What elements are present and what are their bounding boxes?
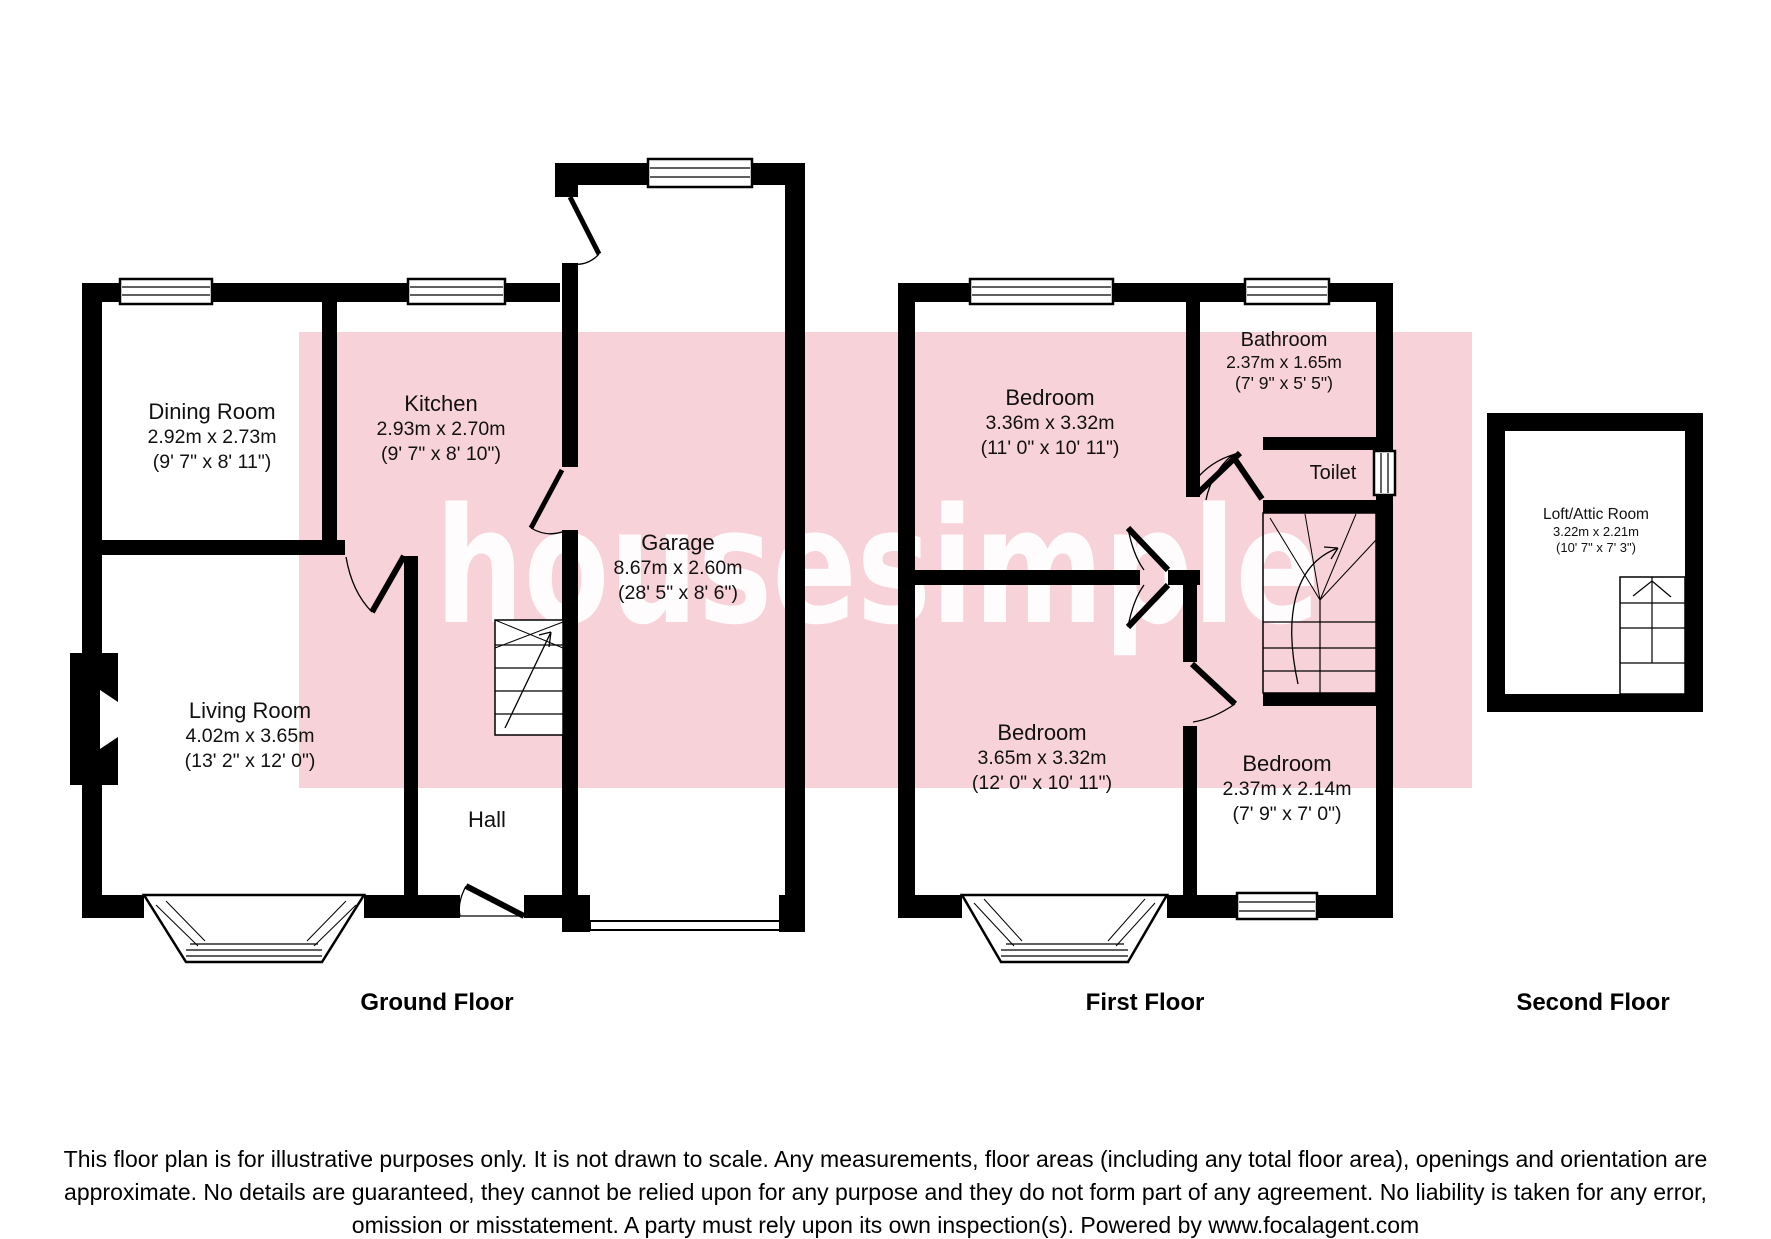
room-name: Bedroom [997, 720, 1087, 745]
wall [1183, 726, 1197, 918]
room-size-imperial: (10' 7" x 7' 3") [1556, 540, 1636, 555]
wall [898, 570, 1140, 585]
watermark-text: housesimple [435, 473, 1320, 660]
wall [1263, 437, 1376, 450]
wall [898, 895, 962, 918]
disclaimer-line: approximate. No details are guaranteed, … [64, 1179, 1707, 1205]
room-size-metric: 4.02m x 3.65m [185, 725, 315, 747]
room-size-metric: 3.65m x 3.32m [977, 747, 1107, 769]
wall [1317, 895, 1393, 918]
wall [82, 283, 102, 918]
ground-floor-plan [70, 157, 805, 964]
wall [102, 540, 345, 555]
room-label-garage: Garage 8.67m x 2.60m (28' 5" x 8' 6") [614, 529, 743, 606]
room-name: Garage [641, 530, 715, 555]
stairs [494, 619, 564, 736]
wall [404, 556, 418, 918]
room-label-bedroom3: Bedroom 2.37m x 2.14m (7' 9" x 7' 0") [1223, 750, 1352, 827]
window [118, 277, 214, 306]
room-label-toilet: Toilet [1310, 461, 1357, 485]
room-size-imperial: (9' 7" x 8' 11") [152, 451, 272, 473]
wall [1183, 585, 1197, 662]
garage-door [589, 920, 779, 931]
wall [562, 530, 578, 895]
first-floor-plan [898, 277, 1397, 964]
room-name: Loft/Attic Room [1543, 506, 1649, 523]
wall [898, 283, 915, 918]
room-size-metric: 2.92m x 2.73m [147, 426, 277, 448]
fireplace-recess [100, 690, 118, 749]
room-label-bedroom1: Bedroom 3.36m x 3.32m (11' 0" x 10' 11") [981, 384, 1120, 461]
wall [562, 263, 578, 467]
disclaimer: This floor plan is for illustrative purp… [0, 1143, 1771, 1239]
wall [779, 895, 805, 932]
room-size-metric: 3.36m x 3.32m [985, 412, 1115, 434]
wall [364, 895, 460, 918]
bay-window [959, 893, 1170, 964]
room-name: Kitchen [404, 391, 478, 416]
room-size-imperial: (7' 9" x 5' 5") [1235, 373, 1333, 393]
room-name: Toilet [1309, 462, 1357, 484]
room-size-metric: 8.67m x 2.60m [613, 557, 743, 579]
wall [1168, 570, 1200, 585]
wall [785, 163, 805, 932]
wall [524, 895, 590, 918]
room-name: Bedroom [1242, 751, 1332, 776]
room-size-imperial: (9' 7" x 8' 10") [381, 443, 501, 465]
wall [1376, 283, 1393, 918]
room-size-imperial: (28' 5" x 8' 6") [618, 582, 738, 604]
floor-title-first: First Floor [1085, 989, 1205, 1016]
room-label-dining: Dining Room 2.92m x 2.73m (9' 7" x 8' 11… [148, 398, 277, 475]
room-name: Hall [468, 807, 506, 832]
floor-title-ground: Ground Floor [360, 989, 514, 1016]
room-size-metric: 2.37m x 2.14m [1222, 778, 1352, 800]
room-label-living: Living Room 4.02m x 3.65m (13' 2" x 12' … [185, 697, 316, 774]
room-name: Living Room [188, 698, 312, 723]
stairs [1619, 576, 1686, 695]
room-label-loft: Loft/Attic Room 3.22m x 2.21m (10' 7" x … [1543, 505, 1649, 556]
window [968, 277, 1115, 306]
window [1243, 277, 1331, 306]
room-label-kitchen: Kitchen 2.93m x 2.70m (9' 7" x 8' 10") [377, 390, 506, 467]
window [1235, 891, 1319, 921]
disclaimer-line: omission or misstatement. A party must r… [351, 1212, 1420, 1238]
window [646, 157, 754, 189]
room-label-hall: Hall [468, 806, 506, 833]
room-size-metric: 2.93m x 2.70m [376, 418, 506, 440]
room-size-imperial: (11' 0" x 10' 11") [980, 437, 1120, 459]
room-name: Dining Room [148, 399, 276, 424]
room-label-bedroom2: Bedroom 3.65m x 3.32m (12' 0" x 10' 11") [972, 719, 1112, 796]
wall [1186, 302, 1200, 497]
stairs [1262, 512, 1377, 694]
floor-title-second: Second Floor [1516, 989, 1670, 1016]
door [345, 195, 602, 919]
room-name: Bedroom [1005, 385, 1095, 410]
room-size-metric: 2.37m x 1.65m [1226, 352, 1342, 372]
wall [322, 302, 337, 555]
bay-window [141, 893, 367, 964]
loft-interior [1505, 431, 1685, 694]
wall [1263, 500, 1376, 513]
room-size-imperial: (7' 9" x 7' 0") [1232, 803, 1342, 825]
wall [1167, 895, 1237, 918]
room-size-imperial: (13' 2" x 12' 0") [184, 750, 316, 772]
door [1125, 450, 1265, 723]
room-size-imperial: (12' 0" x 10' 11") [971, 772, 1113, 794]
second-floor-plan [1487, 413, 1703, 712]
disclaimer-line: This floor plan is for illustrative purp… [63, 1146, 1708, 1172]
room-name: Bathroom [1240, 329, 1328, 351]
window [1372, 449, 1397, 497]
window [406, 277, 507, 306]
wall [82, 895, 144, 918]
room-size-metric: 3.22m x 2.21m [1553, 524, 1639, 539]
room-label-bathroom: Bathroom 2.37m x 1.65m (7' 9" x 5' 5") [1226, 328, 1342, 394]
wall [1263, 693, 1376, 706]
